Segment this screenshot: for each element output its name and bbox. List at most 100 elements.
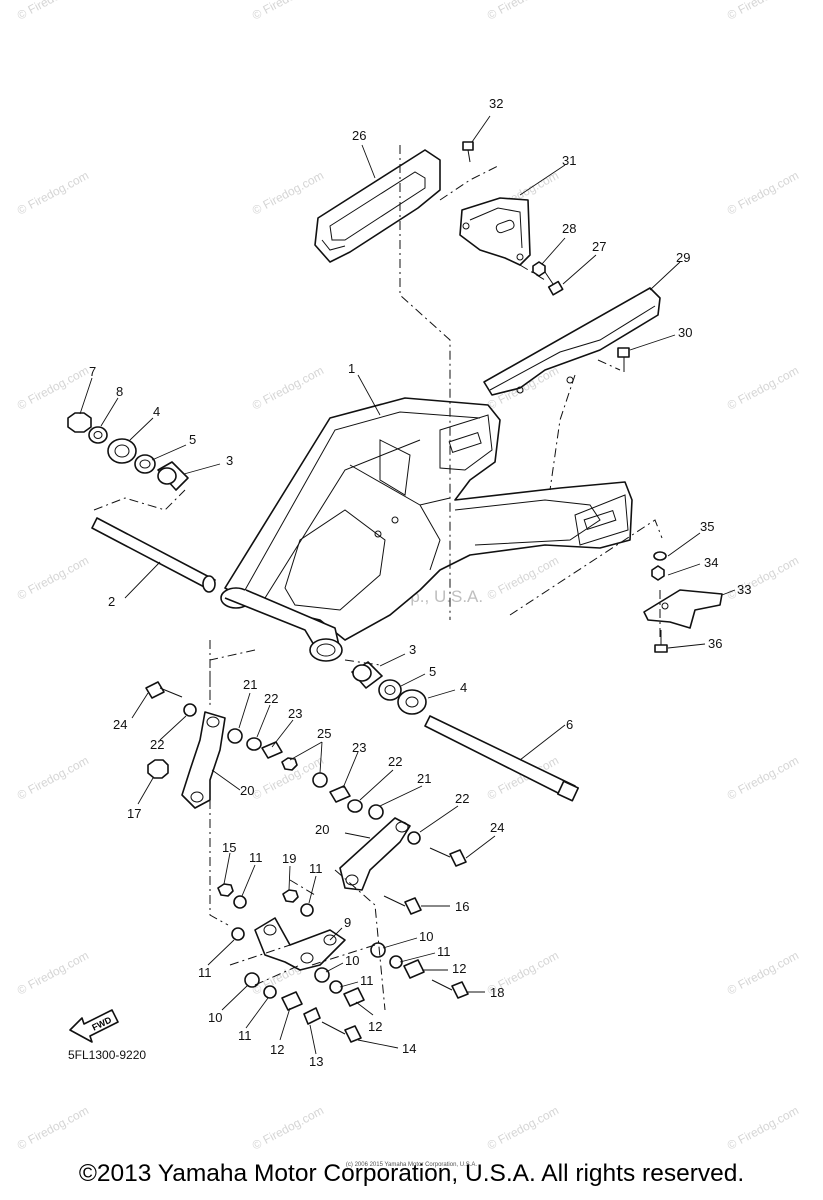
watermark-text: © Firedog.com — [485, 1103, 561, 1152]
rear-arm — [220, 397, 633, 662]
bolt-16 — [383, 895, 422, 915]
callout-29: 29 — [676, 250, 690, 265]
watermark-text: © Firedog.com — [250, 1103, 326, 1152]
callout-28: 28 — [562, 221, 576, 236]
chain-guard-upper — [314, 149, 441, 263]
link-bushings-upper — [227, 728, 384, 820]
callout-15: 15 — [222, 840, 236, 855]
bolt-27 — [544, 271, 564, 296]
nut-28 — [532, 261, 546, 277]
callout-14: 14 — [402, 1041, 416, 1056]
callout-5-mid: 5 — [429, 664, 436, 679]
watermark-text: © Firedog.com — [15, 168, 91, 217]
callout-11-d: 11 — [198, 965, 212, 980]
nut-17 — [147, 759, 169, 779]
relay-arm-9 — [254, 917, 346, 971]
callout-9: 9 — [344, 915, 351, 930]
watermark-text: © Firedog.com — [15, 753, 91, 802]
callout-11-f: 11 — [238, 1028, 252, 1043]
watermark-text: © Firedog.com — [250, 0, 326, 23]
callout-labels: 32 26 31 28 27 29 30 1 7 8 4 5 3 2 35 34… — [89, 96, 751, 1069]
bolt-30 — [617, 347, 630, 372]
callout-16: 16 — [455, 899, 469, 914]
callout-21-a: 21 — [243, 677, 257, 692]
callout-6: 6 — [566, 717, 573, 732]
callout-27: 27 — [592, 239, 606, 254]
watermark-text: © Firedog.com — [15, 0, 91, 23]
callout-10-b: 10 — [345, 953, 359, 968]
watermark-text: © Firedog.com — [15, 363, 91, 412]
callout-1: 1 — [348, 361, 355, 376]
callout-20-left: 20 — [240, 783, 254, 798]
bolt-32 — [462, 141, 474, 163]
assembly-lines — [93, 145, 663, 1011]
leader-lines — [79, 115, 736, 1055]
watermark-text: © Firedog.com — [250, 363, 326, 412]
callout-5-top: 5 — [189, 432, 196, 447]
bolt-24-right — [429, 847, 467, 867]
callout-20-right: 20 — [315, 822, 329, 837]
fwd-arrow-icon: FWD — [69, 1009, 119, 1043]
callout-7: 7 — [89, 364, 96, 379]
callout-21-b: 21 — [417, 771, 431, 786]
bracket-31 — [459, 197, 531, 266]
pivot-stack-left — [67, 412, 189, 491]
callout-36: 36 — [708, 636, 722, 651]
callout-10-c: 10 — [208, 1010, 222, 1025]
watermark-text: © Firedog.com — [725, 1103, 801, 1152]
callout-23-a: 23 — [288, 706, 302, 721]
callout-13: 13 — [309, 1054, 323, 1069]
callout-22-a: 22 — [150, 737, 164, 752]
callout-24-right: 24 — [490, 820, 504, 835]
small-credit: (c) 2006 2015 Yamaha Motor Corporation, … — [345, 1162, 478, 1168]
washer-22-right — [407, 831, 421, 845]
callout-11-c: 11 — [437, 944, 451, 959]
callout-11-b: 11 — [309, 861, 323, 876]
callout-23-b: 23 — [352, 740, 366, 755]
chain-case — [483, 287, 661, 396]
callout-22-b: 22 — [264, 691, 278, 706]
callout-17: 17 — [127, 806, 141, 821]
copyright-footer: ©2013 Yamaha Motor Corporation, U.S.A. A… — [78, 1160, 745, 1187]
callout-12-a: 12 — [452, 961, 466, 976]
watermark-text: © Firedog.com — [725, 0, 801, 23]
connecting-rod-20-right — [339, 817, 411, 891]
callout-3-top: 3 — [226, 453, 233, 468]
rear-trim — [643, 551, 723, 653]
callout-22-d: 22 — [455, 791, 469, 806]
callout-12-c: 12 — [270, 1042, 284, 1057]
callout-8: 8 — [116, 384, 123, 399]
callout-12-b: 12 — [368, 1019, 382, 1034]
watermark-text: © Firedog.com — [485, 553, 561, 602]
bolt-24-left — [145, 681, 183, 699]
watermark-text: © Firedog.com — [15, 1103, 91, 1152]
callout-33: 33 — [737, 582, 751, 597]
watermark-text: © Firedog.com — [15, 948, 91, 997]
callout-11-e: 11 — [360, 973, 374, 988]
callout-24-left: 24 — [113, 717, 127, 732]
callout-26: 26 — [352, 128, 366, 143]
callout-22-c: 22 — [388, 754, 402, 769]
watermark-text: © Firedog.com — [485, 0, 561, 23]
washer-22-left — [183, 703, 197, 717]
connecting-rod-20-left — [181, 711, 226, 809]
callout-3-mid: 3 — [409, 642, 416, 657]
watermark-text: © Firedog.com — [250, 168, 326, 217]
watermark-text: © Firedog.com — [725, 363, 801, 412]
watermark-text: © Firedog.com — [725, 168, 801, 217]
callout-4-top: 4 — [153, 404, 160, 419]
callout-11-a: 11 — [249, 850, 263, 865]
callout-34: 34 — [704, 555, 718, 570]
watermark-text: © Firedog.com — [725, 753, 801, 802]
diagram-code: 5FL1300-9220 — [68, 1048, 147, 1062]
callout-19: 19 — [282, 851, 296, 866]
callout-10-a: 10 — [419, 929, 433, 944]
callout-2: 2 — [108, 594, 115, 609]
callout-31: 31 — [562, 153, 576, 168]
watermark-text: © Firedog.com — [725, 948, 801, 997]
callout-25: 25 — [317, 726, 331, 741]
pivot-shaft-left — [91, 517, 216, 593]
callout-35: 35 — [700, 519, 714, 534]
callout-30: 30 — [678, 325, 692, 340]
